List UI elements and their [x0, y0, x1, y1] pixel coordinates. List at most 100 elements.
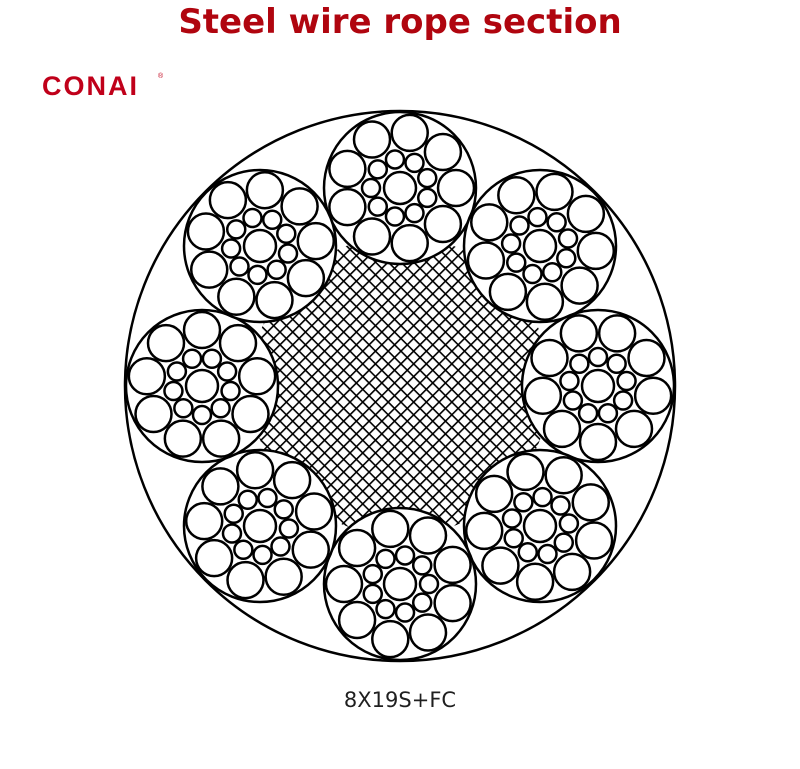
inner-wire — [360, 177, 382, 199]
outer-wire — [464, 511, 504, 551]
outer-wire — [560, 266, 599, 305]
inner-wire — [166, 361, 188, 382]
inner-wire — [597, 403, 619, 424]
inner-wire — [418, 573, 440, 595]
inner-wire — [569, 353, 590, 375]
outer-wire — [127, 357, 167, 396]
page-title: Steel wire rope section — [178, 2, 622, 42]
inner-wire — [191, 404, 213, 426]
outer-wire — [352, 217, 392, 256]
outer-wire — [371, 619, 410, 659]
inner-wire — [542, 262, 563, 283]
inner-wire — [375, 598, 396, 620]
outer-wire — [189, 250, 229, 289]
centre-wire — [522, 508, 558, 544]
outer-wire — [371, 509, 410, 549]
outer-wire — [134, 394, 173, 434]
inner-wire — [225, 219, 247, 240]
outer-wire — [201, 467, 240, 506]
inner-wire — [506, 252, 527, 273]
outer-wire — [280, 187, 319, 226]
outer-wire — [291, 530, 330, 569]
outer-wire — [231, 394, 270, 434]
inner-wire — [606, 353, 627, 375]
outer-wire — [182, 310, 222, 350]
inner-wire — [384, 149, 406, 170]
inner-wire — [522, 263, 543, 285]
outer-wire — [627, 338, 666, 378]
outer-wire — [633, 376, 673, 415]
outer-wire — [571, 483, 611, 522]
centre-wire — [184, 368, 220, 404]
inner-wire — [394, 545, 416, 566]
inner-wire — [616, 370, 637, 392]
outer-wire — [423, 132, 463, 172]
inner-wire — [362, 583, 383, 605]
inner-wire — [509, 215, 530, 236]
outer-wire — [294, 492, 334, 531]
outer-wire — [226, 560, 265, 600]
outer-wire — [186, 212, 226, 251]
inner-wire — [270, 536, 291, 557]
outer-wire — [614, 409, 654, 449]
outer-wire — [286, 258, 326, 298]
inner-wire — [557, 228, 579, 249]
outer-wire — [390, 113, 429, 153]
outer-wire — [296, 221, 336, 261]
inner-wire — [201, 348, 223, 369]
centre-wire — [242, 228, 278, 264]
strand-5 — [322, 506, 478, 662]
inner-wire — [252, 544, 273, 566]
inner-wire — [261, 209, 283, 230]
inner-wire — [163, 380, 184, 402]
outer-wire — [408, 516, 448, 555]
inner-wire — [577, 403, 599, 424]
inner-wire — [237, 489, 258, 510]
inner-wire — [532, 486, 553, 508]
inner-wire — [247, 264, 268, 286]
outer-wire — [433, 545, 472, 585]
inner-wire — [417, 167, 438, 189]
outer-wire — [552, 552, 592, 592]
outer-wire — [488, 272, 528, 312]
inner-wire — [558, 513, 580, 534]
inner-wire — [553, 532, 575, 553]
outer-wire — [566, 194, 606, 234]
inner-wire — [229, 256, 250, 277]
strand-2 — [462, 168, 618, 324]
inner-wire — [220, 380, 241, 402]
inner-wire — [375, 548, 396, 570]
inner-wire — [527, 206, 548, 228]
outer-wire — [217, 277, 256, 316]
outer-wire — [559, 314, 599, 353]
outer-wire — [146, 323, 186, 363]
rope-designation-caption: 8X19S+FC — [343, 688, 457, 712]
inner-wire — [404, 152, 425, 174]
inner-wire — [221, 523, 243, 544]
inner-wire — [556, 247, 577, 269]
inner-wire — [411, 555, 433, 576]
outer-wire — [264, 557, 303, 597]
outer-wire — [574, 521, 614, 560]
outer-wire — [237, 357, 277, 396]
inner-wire — [384, 206, 406, 227]
inner-wire — [173, 397, 194, 419]
outer-wire — [337, 600, 377, 640]
brand-logo: CONAI — [42, 71, 139, 101]
strand-7 — [124, 308, 280, 464]
outer-wire — [470, 203, 509, 242]
outer-wire — [235, 450, 275, 490]
inner-wire — [546, 211, 567, 233]
inner-wire — [411, 592, 433, 613]
outer-wire — [337, 528, 377, 568]
centre-wire — [580, 368, 616, 404]
inner-wire — [587, 346, 609, 368]
outer-wire — [218, 323, 258, 363]
inner-wire — [233, 539, 254, 561]
outer-wire — [408, 613, 448, 652]
inner-wire — [276, 223, 297, 244]
outer-wire — [163, 419, 203, 458]
outer-wire — [201, 419, 241, 458]
inner-wire — [367, 196, 389, 217]
